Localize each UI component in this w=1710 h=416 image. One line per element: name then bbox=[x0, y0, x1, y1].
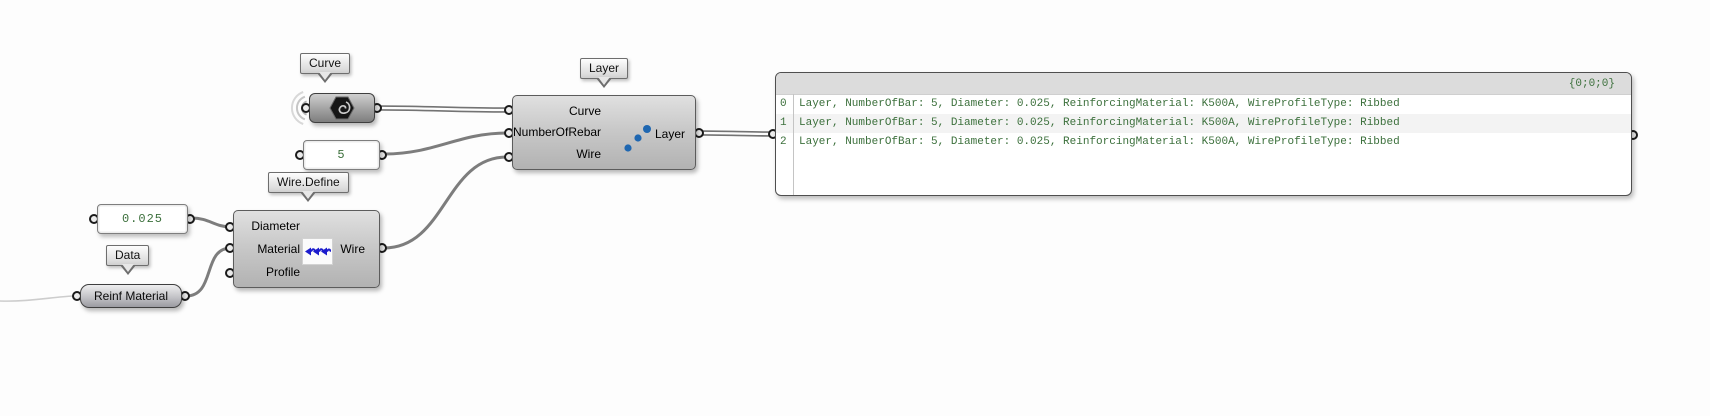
output-panel-header: {0;0;0} bbox=[776, 73, 1631, 95]
number-of-bars-panel[interactable]: 5 bbox=[303, 140, 380, 170]
tag-wire-define-label: Wire.Define bbox=[277, 175, 340, 189]
output-panel[interactable]: {0;0;0} 0 Layer, NumberOfBar: 5, Diamete… bbox=[775, 72, 1632, 196]
wire-curve-to-layer[interactable] bbox=[378, 105, 508, 113]
table-row: 2 Layer, NumberOfBar: 5, Diameter: 0.025… bbox=[776, 133, 1631, 152]
row-index: 1 bbox=[780, 117, 787, 129]
table-row: 0 Layer, NumberOfBar: 5, Diameter: 0.025… bbox=[776, 95, 1631, 114]
tag-curve-label: Curve bbox=[309, 56, 342, 70]
tag-layer[interactable]: Layer bbox=[580, 58, 629, 88]
index-column-separator bbox=[793, 94, 794, 195]
diameter-value: 0.025 bbox=[121, 212, 163, 226]
wire-reinf-material-to-material[interactable] bbox=[185, 246, 232, 298]
tag-data-label: Data bbox=[115, 248, 141, 262]
wire-layer-to-panel[interactable] bbox=[701, 130, 772, 137]
tag-data[interactable]: Data bbox=[106, 245, 150, 275]
input-label-wire: Wire bbox=[576, 147, 601, 162]
input-label-profile: Profile bbox=[265, 264, 300, 279]
input-label-curve: Curve bbox=[568, 103, 601, 118]
output-label-wire: Wire bbox=[340, 242, 365, 256]
tag-curve[interactable]: Curve bbox=[300, 53, 351, 83]
number-of-bars-value: 5 bbox=[337, 148, 346, 162]
tag-layer-label: Layer bbox=[589, 61, 620, 75]
layer-component[interactable]: Curve NumberOfRebar Wire Layer bbox=[512, 95, 696, 170]
row-index: 0 bbox=[780, 98, 787, 110]
curve-param[interactable] bbox=[309, 93, 375, 123]
tag-wire-define[interactable]: Wire.Define bbox=[268, 172, 349, 202]
layer-dots-icon bbox=[624, 125, 651, 152]
reinf-material-label: Reinf Material bbox=[93, 289, 169, 303]
wire-wiredefine-to-layer[interactable] bbox=[383, 155, 508, 250]
input-label-numberofrebar: NumberOfRebar bbox=[513, 125, 602, 140]
input-label-material: Material bbox=[257, 241, 300, 256]
row-text: Layer, NumberOfBar: 5, Diameter: 0.025, … bbox=[799, 136, 1400, 148]
reinf-material-param[interactable]: Reinf Material bbox=[80, 284, 182, 308]
wire-define-component[interactable]: Diameter Material Profile Wire bbox=[233, 210, 380, 288]
table-row: 1 Layer, NumberOfBar: 5, Diameter: 0.025… bbox=[776, 114, 1631, 133]
row-text: Layer, NumberOfBar: 5, Diameter: 0.025, … bbox=[799, 117, 1400, 129]
wire-squiggle-icon bbox=[302, 238, 333, 265]
data-path-badge: {0;0;0} bbox=[1568, 77, 1615, 90]
input-label-diameter: Diameter bbox=[251, 219, 300, 234]
row-index: 2 bbox=[780, 136, 787, 148]
row-text: Layer, NumberOfBar: 5, Diameter: 0.025, … bbox=[799, 98, 1400, 110]
curve-icon bbox=[329, 96, 355, 120]
wire-offscreen-to-reinf-material[interactable] bbox=[0, 295, 74, 302]
wire-number-panel-to-numberofrebar[interactable] bbox=[384, 131, 508, 156]
diameter-panel[interactable]: 0.025 bbox=[97, 204, 188, 234]
output-label-layer: Layer bbox=[654, 127, 685, 141]
